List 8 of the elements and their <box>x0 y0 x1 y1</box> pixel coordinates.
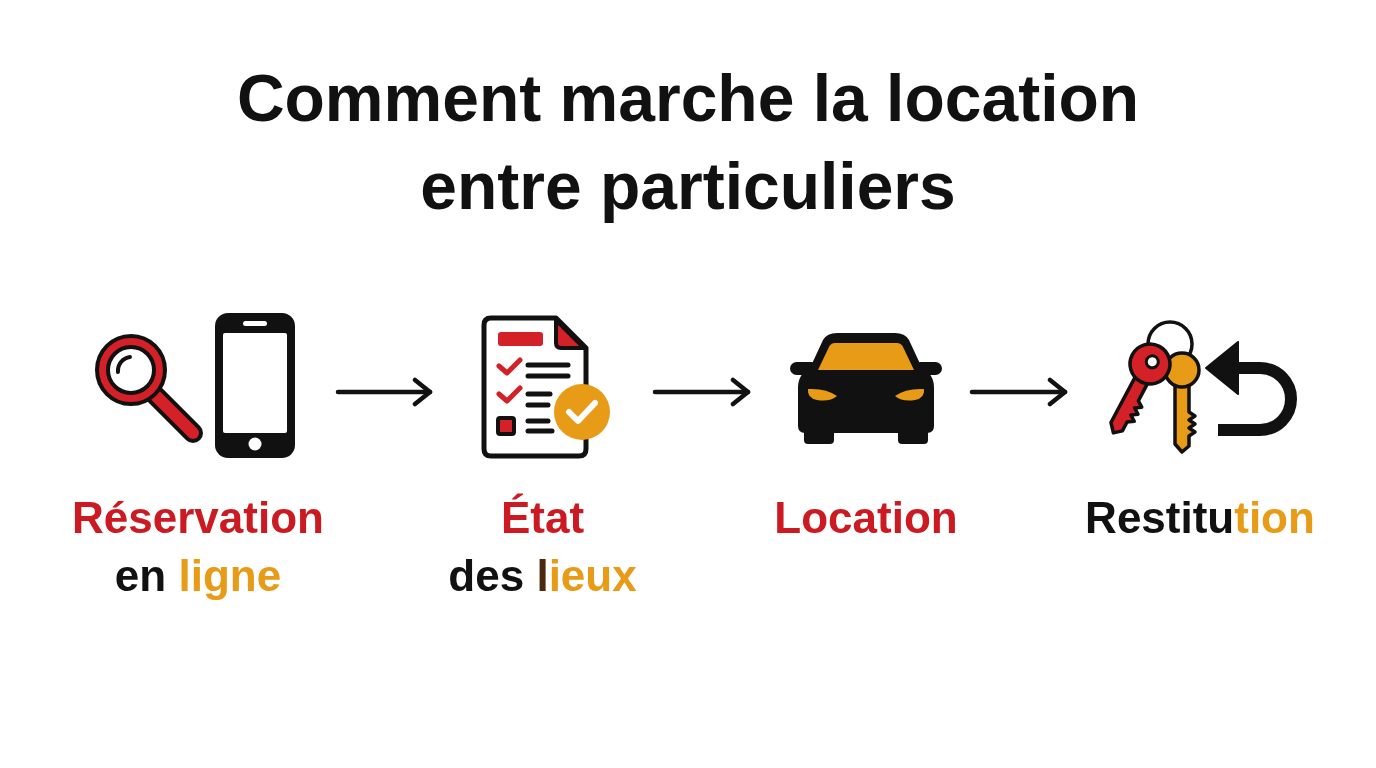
arrow <box>335 377 433 407</box>
step-label: État des lieux <box>447 492 638 602</box>
step-label: Réservation en ligne <box>71 492 325 602</box>
title: Comment marche la location entre particuliers <box>235 60 1141 225</box>
step-label: Location <box>773 492 959 544</box>
step-label: Restitution <box>1084 492 1316 544</box>
arrow <box>969 377 1068 407</box>
arrow <box>652 377 751 407</box>
